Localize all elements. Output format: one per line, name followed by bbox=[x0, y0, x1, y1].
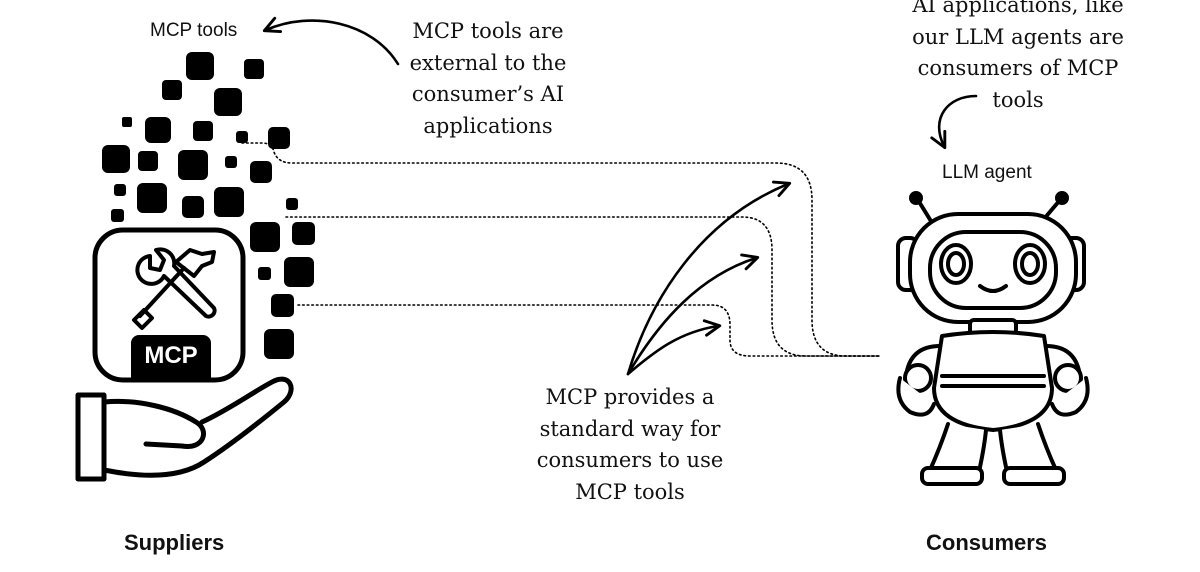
tools-external-line: MCP tools are bbox=[412, 19, 564, 43]
tools-external-line: consumer’s AI bbox=[411, 82, 565, 106]
consumers-heading: Consumers bbox=[926, 530, 1048, 555]
annotation-arrows bbox=[262, 16, 978, 376]
mcp-standard-note: MCP provides a standard way for consumer… bbox=[530, 382, 730, 508]
mcp-standard-line: MCP tools bbox=[575, 479, 685, 504]
tools-external-note: MCP tools are external to the consumer’s… bbox=[398, 16, 578, 142]
tools-external-line: external to the bbox=[409, 50, 567, 75]
mcp-badge-text: MCP bbox=[144, 342, 198, 369]
mcp-badge: MCP bbox=[131, 335, 211, 381]
suppliers-heading: Suppliers bbox=[124, 530, 225, 555]
ai-applications-line: AI applications, like bbox=[912, 0, 1124, 17]
mcp-tools-label: MCP tools bbox=[150, 20, 238, 41]
tool-squares bbox=[102, 52, 315, 359]
ai-applications-line: tools bbox=[992, 87, 1044, 112]
wrench-hammer-icon bbox=[132, 247, 217, 330]
tool-connections bbox=[241, 142, 881, 357]
tools-external-line: applications bbox=[423, 113, 553, 138]
ai-applications-note: AI applications, like our LLM agents are… bbox=[898, 0, 1138, 116]
llm-agent-label: LLM agent bbox=[942, 162, 1032, 183]
mcp-standard-line: MCP provides a bbox=[545, 385, 715, 409]
mcp-standard-line: standard way for bbox=[539, 416, 721, 441]
mcp-standard-line: consumers to use bbox=[536, 448, 724, 472]
robot-icon bbox=[896, 191, 1090, 486]
ai-applications-line: our LLM agents are bbox=[912, 24, 1124, 49]
open-hand-icon bbox=[75, 376, 294, 482]
ai-applications-line: consumers of MCP bbox=[917, 56, 1119, 80]
